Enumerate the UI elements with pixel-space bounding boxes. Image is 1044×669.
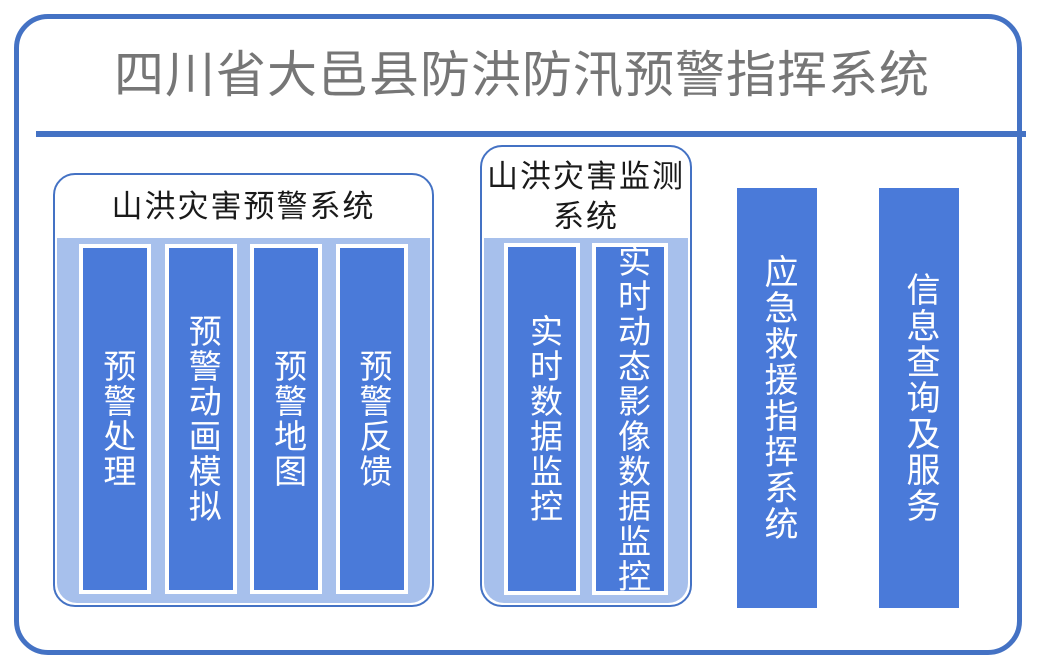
group-warning-system-card-band: 预警处理 预警动画模拟 预警地图 预警反馈 xyxy=(57,238,430,603)
card-realtime-data-monitoring[interactable]: 实时数据监控 xyxy=(504,243,580,595)
group-monitoring-system-title: 山洪灾害监测系统 xyxy=(487,159,685,234)
card-warning-animation-simulation[interactable]: 预警动画模拟 xyxy=(164,244,237,594)
card-realtime-data-monitoring-label: 实时数据监控 xyxy=(524,314,561,524)
card-emergency-rescue-command-system[interactable]: 应急救援指挥系统 xyxy=(737,188,817,608)
card-warning-processing-label: 预警处理 xyxy=(97,349,134,489)
group-warning-system[interactable]: 山洪灾害预警系统 预警处理 预警动画模拟 预警地图 预警反馈 xyxy=(53,173,434,607)
card-warning-map[interactable]: 预警地图 xyxy=(250,244,323,594)
page-title-area: 四川省大邑县防洪防汛预警指挥系统 xyxy=(19,19,1025,131)
page-title: 四川省大邑县防洪防汛预警指挥系统 xyxy=(114,46,930,103)
card-realtime-dynamic-image-data-monitoring[interactable]: 实时动态影像数据监控 xyxy=(592,243,668,595)
card-warning-map-label: 预警地图 xyxy=(268,349,305,489)
card-realtime-dynamic-image-data-monitoring-label: 实时动态影像数据监控 xyxy=(612,244,649,594)
card-information-query-and-service-label: 信息查询及服务 xyxy=(901,272,939,524)
card-warning-feedback[interactable]: 预警反馈 xyxy=(335,244,408,594)
card-warning-feedback-label: 预警反馈 xyxy=(354,349,391,489)
card-emergency-rescue-command-system-label: 应急救援指挥系统 xyxy=(759,254,797,542)
group-monitoring-system-card-band: 实时数据监控 实时动态影像数据监控 xyxy=(484,238,688,603)
card-information-query-and-service[interactable]: 信息查询及服务 xyxy=(879,188,959,608)
card-warning-processing[interactable]: 预警处理 xyxy=(79,244,152,594)
group-warning-system-title: 山洪灾害预警系统 xyxy=(111,189,376,224)
title-divider xyxy=(36,131,1026,137)
group-monitoring-system[interactable]: 山洪灾害监测系统 实时数据监控 实时动态影像数据监控 xyxy=(480,145,692,607)
card-warning-animation-simulation-label: 预警动画模拟 xyxy=(183,314,220,524)
